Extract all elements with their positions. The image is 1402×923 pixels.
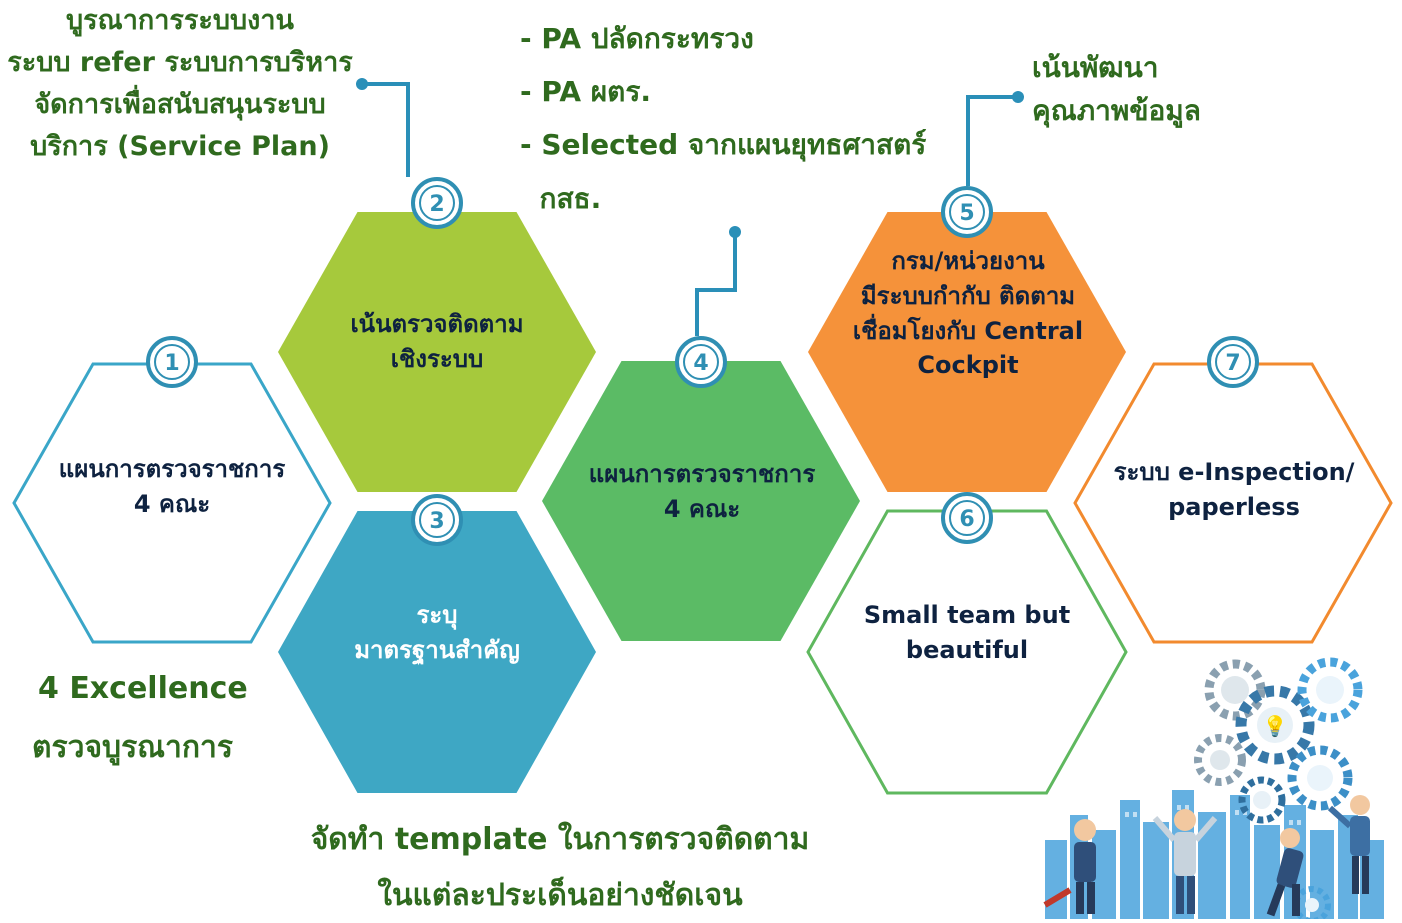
hex-4-label: แผนการตรวจราชการ 4 คณะ [542,457,862,527]
note-template: จัดทำ template ในการตรวจติดตาม ในแต่ละปร… [250,812,870,923]
badge-4-number: 4 [693,351,708,376]
hex-4-line-1: แผนการตรวจราชการ [542,457,862,492]
connector-2 [362,84,408,177]
hex-6-line-1: Small team but [808,598,1126,633]
note-pa-item-2: - PA ผตร. [520,65,926,118]
hex-1-line-1: แผนการตรวจราชการ [12,452,332,487]
note-integration-line-1: บูรณาการระบบงาน [0,0,360,42]
gear-icon: 💡 [1241,691,1309,759]
gear-icon [1302,662,1358,718]
hex-5-line-2: มีระบบกำกับ ติดตาม [808,279,1128,314]
hex-1-line-2: 4 คณะ [12,487,332,522]
note-template-line-2: ในแต่ละประเด็นอย่างชัดเจน [250,868,870,923]
hex-7-label: ระบบ e-Inspection/ paperless [1074,455,1394,525]
hex-6-line-2: beautiful [808,633,1126,668]
note-pa-item-3: - Selected จากแผนยุทธศาสตร์ [520,118,926,171]
svg-text:💡: 💡 [1263,714,1288,738]
hex-1-label: แผนการตรวจราชการ 4 คณะ [12,452,332,522]
note-integration: บูรณาการระบบงาน ระบบ refer ระบบการบริหาร… [0,0,360,167]
hex-3-label: ระบุ มาตรฐานสำคัญ [278,598,596,668]
badge-3-number: 3 [429,509,444,534]
hex-2-line-1: เน้นตรวจติดตาม [278,307,596,342]
connector-4 [697,232,735,336]
note-data-quality-line-1: เน้นพัฒนา [1032,46,1201,89]
note-excellence-line-1: 4 Excellence [32,660,248,719]
hex-4-line-2: 4 คณะ [542,492,862,527]
hex-5-label: กรม/หน่วยงาน มีระบบกำกับ ติดตาม เชื่อมโย… [808,244,1128,383]
badge-2-number: 2 [429,192,444,217]
hex-2-line-2: เชิงระบบ [278,342,596,377]
connector-5 [968,97,1018,186]
hex-7-line-1: ระบบ e-Inspection/ [1074,455,1394,490]
note-pa-item-4: กสธ. [520,172,926,225]
badge-5-number: 5 [959,201,974,226]
connector-dot-5 [1012,91,1024,103]
hex-6-label: Small team but beautiful [808,598,1126,668]
hex-3-line-2: มาตรฐานสำคัญ [278,633,596,668]
note-excellence: 4 Excellence ตรวจบูรณาการ [32,660,248,777]
note-pa-item-1: - PA ปลัดกระทรวง [520,12,926,65]
hex-5-line-3: เชื่อมโยงกับ Central [808,314,1128,349]
hex-2-label: เน้นตรวจติดตาม เชิงระบบ [278,307,596,377]
hex-5-line-4: Cockpit [808,348,1128,383]
hex-3-line-1: ระบุ [278,598,596,633]
gear-icon [1198,738,1242,782]
gear-icon [1292,750,1348,806]
note-integration-line-2: ระบบ refer ระบบการบริหาร [0,42,360,84]
note-excellence-line-2: ตรวจบูรณาการ [32,719,248,778]
badge-7-number: 7 [1225,351,1240,376]
hex-5-line-1: กรม/หน่วยงาน [808,244,1128,279]
note-data-quality: เน้นพัฒนา คุณภาพข้อมูล [1032,46,1201,133]
badge-6-number: 6 [959,507,974,532]
connector-dot-4 [729,226,741,238]
note-data-quality-line-2: คุณภาพข้อมูล [1032,89,1201,132]
hex-7-line-2: paperless [1074,490,1394,525]
gear-icon [1209,664,1261,716]
badge-1-number: 1 [164,351,179,376]
note-integration-line-3: จัดการเพื่อสนับสนุนระบบ [0,84,360,126]
note-pa-list: - PA ปลัดกระทรวง - PA ผตร. - Selected จา… [520,12,926,225]
note-template-line-1: จัดทำ template ในการตรวจติดตาม [250,812,870,868]
note-integration-line-4: บริการ (Service Plan) [0,126,360,168]
